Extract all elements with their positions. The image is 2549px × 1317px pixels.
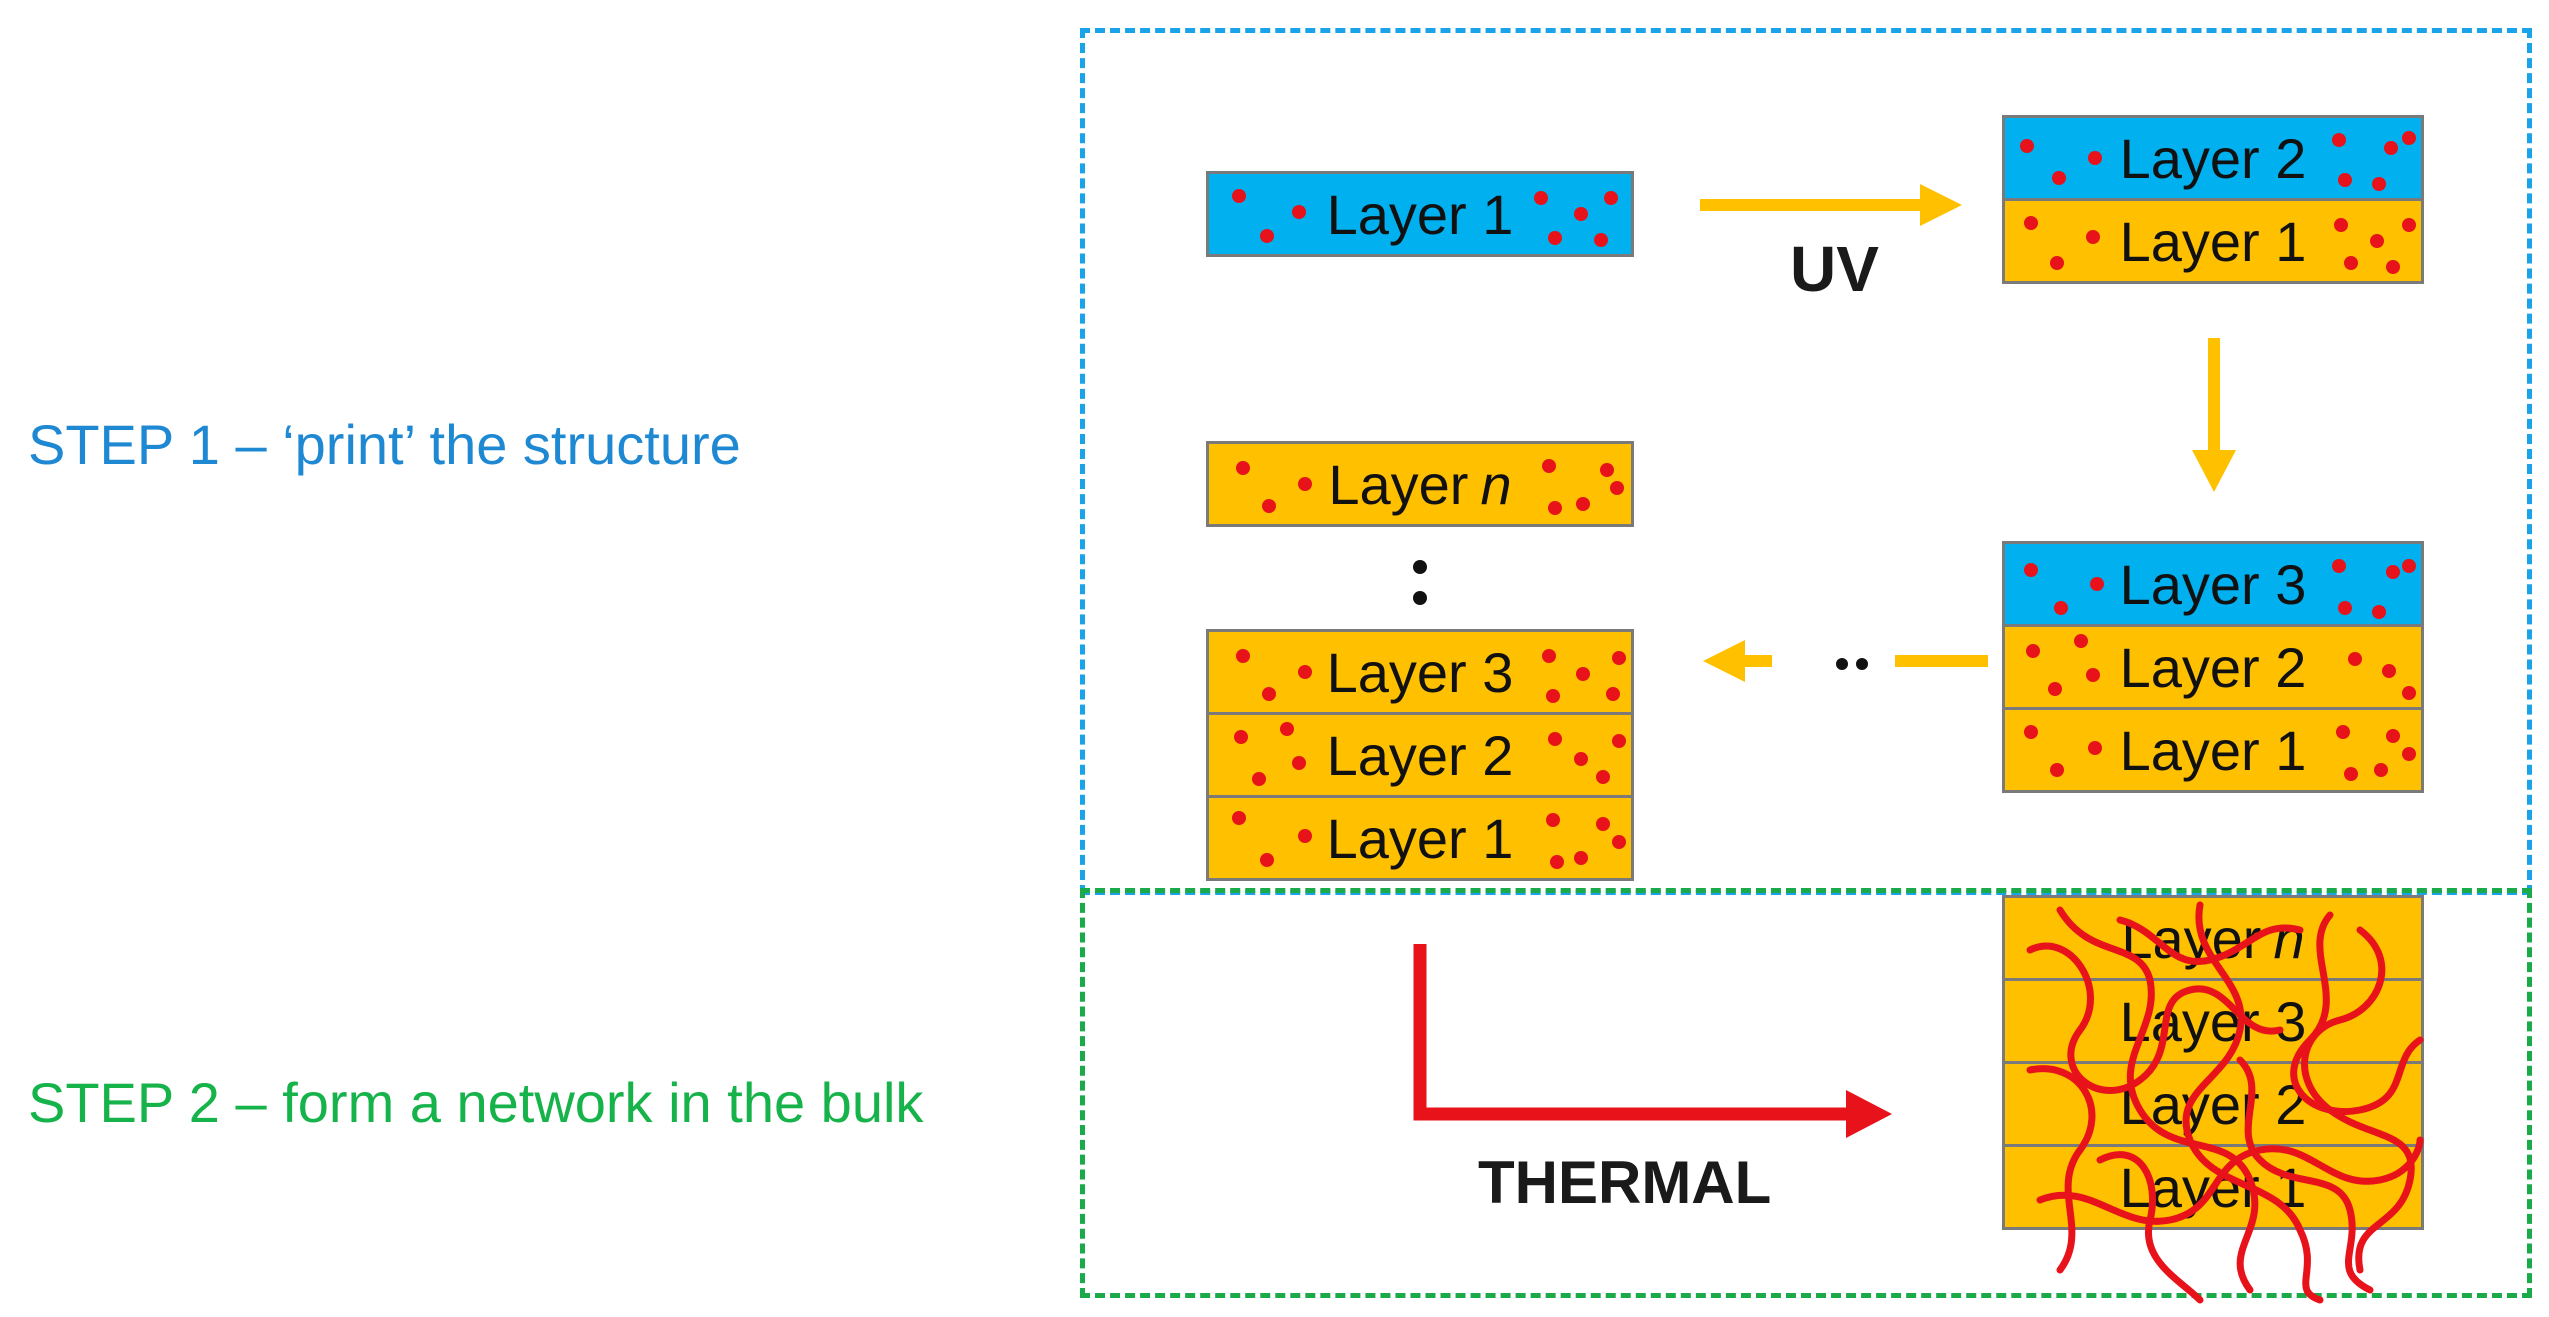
layer-index: n <box>2273 906 2305 970</box>
layer-index: n <box>1480 452 1512 516</box>
layer-label: Layer 3 <box>2119 552 2307 616</box>
stage-4-layer-1: Layer 1 <box>1206 795 1634 881</box>
step-1-label: STEP 1 – ‘print’ the structure <box>28 413 741 476</box>
down-arrow <box>2192 338 2236 492</box>
vertical-ellipsis <box>1413 560 1427 605</box>
stage-2-layer-2: Layer 2 <box>2002 115 2424 201</box>
step-2-frame <box>1080 888 2532 1298</box>
step-2-label: STEP 2 – form a network in the bulk <box>28 1071 924 1134</box>
stage-2-layer-1: Layer 1 <box>2002 198 2424 284</box>
stage-4-layer-2: Layer 2 <box>1206 712 1634 798</box>
stage-3-layer-2: Layer 2 <box>2002 624 2424 710</box>
thermal-label: THERMAL <box>1478 1149 1772 1216</box>
left-continuation-arrow <box>1703 640 1988 682</box>
polymer-network <box>2026 901 2424 1304</box>
stage-2-stack: Layer 2 Layer 1 <box>2002 115 2424 284</box>
layer-label: Layer 1 <box>1326 182 1514 246</box>
layer-label: Layer <box>1328 452 1469 516</box>
layer-label: Layer 2 <box>1326 723 1514 787</box>
layer-label: Layer 2 <box>2119 635 2307 699</box>
layer-label: Layer 1 <box>1326 806 1514 870</box>
uv-arrow <box>1700 184 1962 226</box>
layer-label: Layer 2 <box>2119 126 2307 190</box>
layer-label: Layer 3 <box>1326 640 1514 704</box>
stage-3-stack: Layer 3 Layer 2 Layer 1 <box>2002 541 2424 793</box>
layer-label: Layer 1 <box>2119 209 2307 273</box>
stage-4-stack: Layer 3 Layer 2 Layer 1 <box>1206 629 1634 881</box>
thermal-arrow <box>1413 944 1892 1138</box>
layer-label: Layer 1 <box>2119 718 2307 782</box>
uv-label: UV <box>1790 233 1879 305</box>
